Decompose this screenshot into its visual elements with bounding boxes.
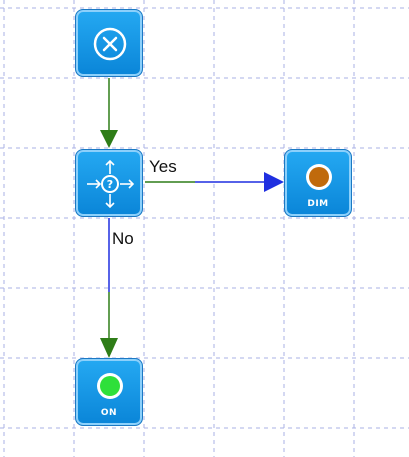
orange-lamp-icon	[306, 164, 332, 190]
dim-node[interactable]: DIM	[284, 149, 352, 217]
arrowhead-decision	[100, 130, 118, 148]
arrowhead-on	[100, 338, 118, 358]
on-node[interactable]: ON	[75, 358, 143, 426]
cancel-circle-icon	[93, 27, 127, 61]
decision-node[interactable]: ?	[75, 149, 143, 217]
start-node[interactable]	[75, 9, 143, 77]
green-lamp-icon	[97, 373, 123, 399]
svg-text:?: ?	[107, 178, 113, 191]
dim-label: DIM	[307, 199, 329, 209]
edge-label-yes: Yes	[148, 157, 178, 177]
on-label: ON	[100, 408, 118, 418]
question-directions-icon: ?	[87, 159, 135, 209]
edge-label-no: No	[111, 229, 135, 249]
arrowhead-dim	[264, 172, 284, 192]
